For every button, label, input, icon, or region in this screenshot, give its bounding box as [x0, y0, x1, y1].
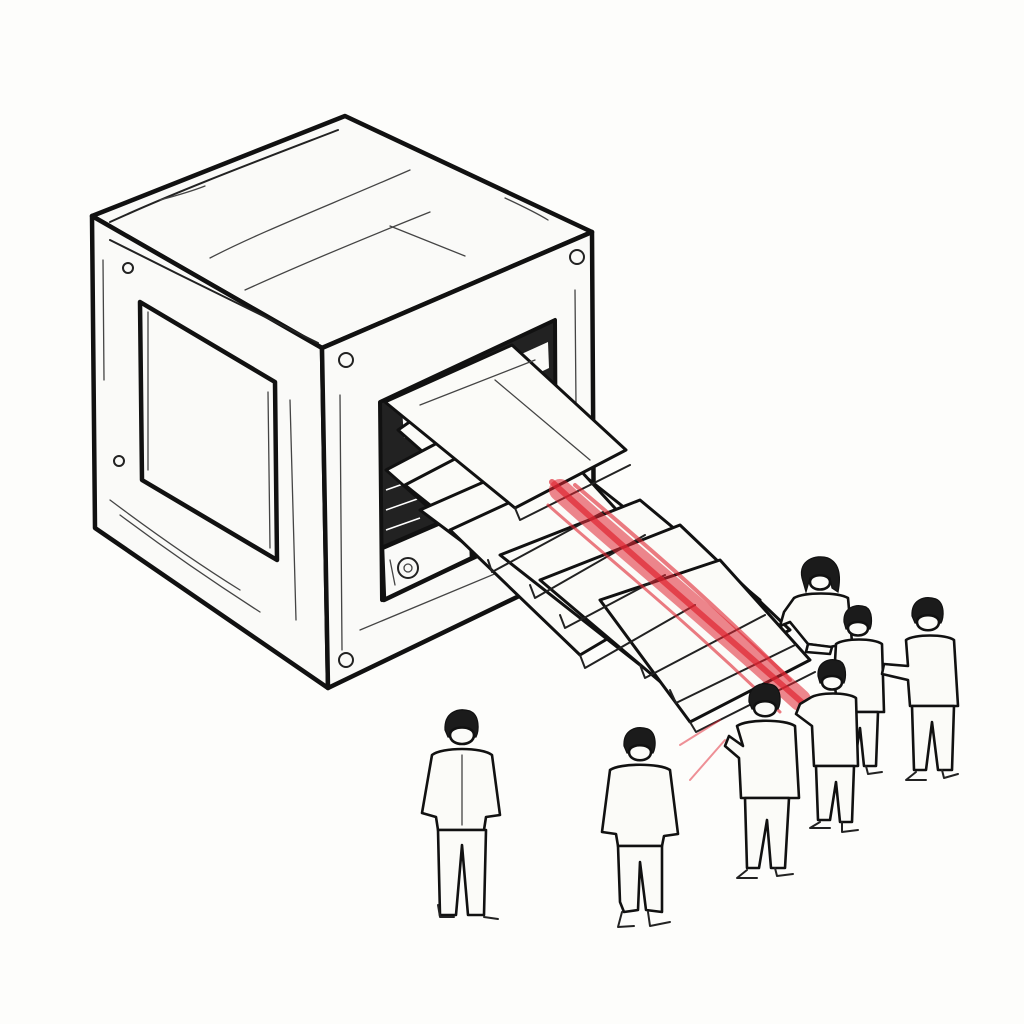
person-4 [778, 556, 854, 656]
paper-sheet-top [383, 343, 628, 510]
paper-line [494, 379, 591, 461]
rivet [338, 352, 354, 368]
left-texture-4 [119, 514, 261, 613]
crowd [420, 556, 960, 928]
sheet-edge [514, 464, 631, 521]
panel-detail [389, 559, 396, 586]
box-window [137, 299, 280, 563]
top-crease-3 [389, 225, 466, 257]
right-texture [339, 394, 343, 651]
shoe [736, 869, 758, 879]
top-edge-texture [109, 129, 339, 223]
power-knob-center [403, 563, 413, 573]
sheet-edge [579, 604, 696, 669]
top-crease [209, 169, 411, 259]
window-texture-2 [267, 391, 271, 549]
shoe [905, 771, 927, 781]
shoe [865, 765, 883, 775]
shoe [809, 821, 831, 829]
person-7 [794, 659, 860, 833]
red-light-streak [546, 479, 811, 781]
power-knob-icon [397, 557, 419, 579]
rivet [569, 249, 585, 265]
top-scratch [159, 185, 206, 201]
left-texture-2 [109, 499, 241, 591]
top-crease-2 [244, 211, 431, 291]
shoe [483, 916, 499, 920]
person-6 [880, 597, 960, 781]
rivet [122, 262, 134, 274]
shoe [437, 904, 455, 918]
shoe [941, 769, 959, 779]
paper-stream [383, 343, 816, 781]
person-3 [723, 683, 801, 879]
top-inner-edge [109, 239, 319, 344]
top-scratch-2 [504, 197, 549, 221]
paper-line [419, 359, 536, 406]
sheet-edge [559, 574, 666, 629]
person-2 [600, 727, 680, 928]
left-texture-3 [289, 399, 297, 621]
shoe [774, 867, 794, 877]
rivet [338, 652, 354, 668]
sheet-edge [487, 511, 604, 573]
shoe [647, 911, 671, 927]
shoe [841, 821, 859, 833]
left-texture [102, 259, 105, 381]
rivet [113, 455, 125, 467]
person-1 [420, 709, 502, 920]
shoe [617, 911, 635, 928]
